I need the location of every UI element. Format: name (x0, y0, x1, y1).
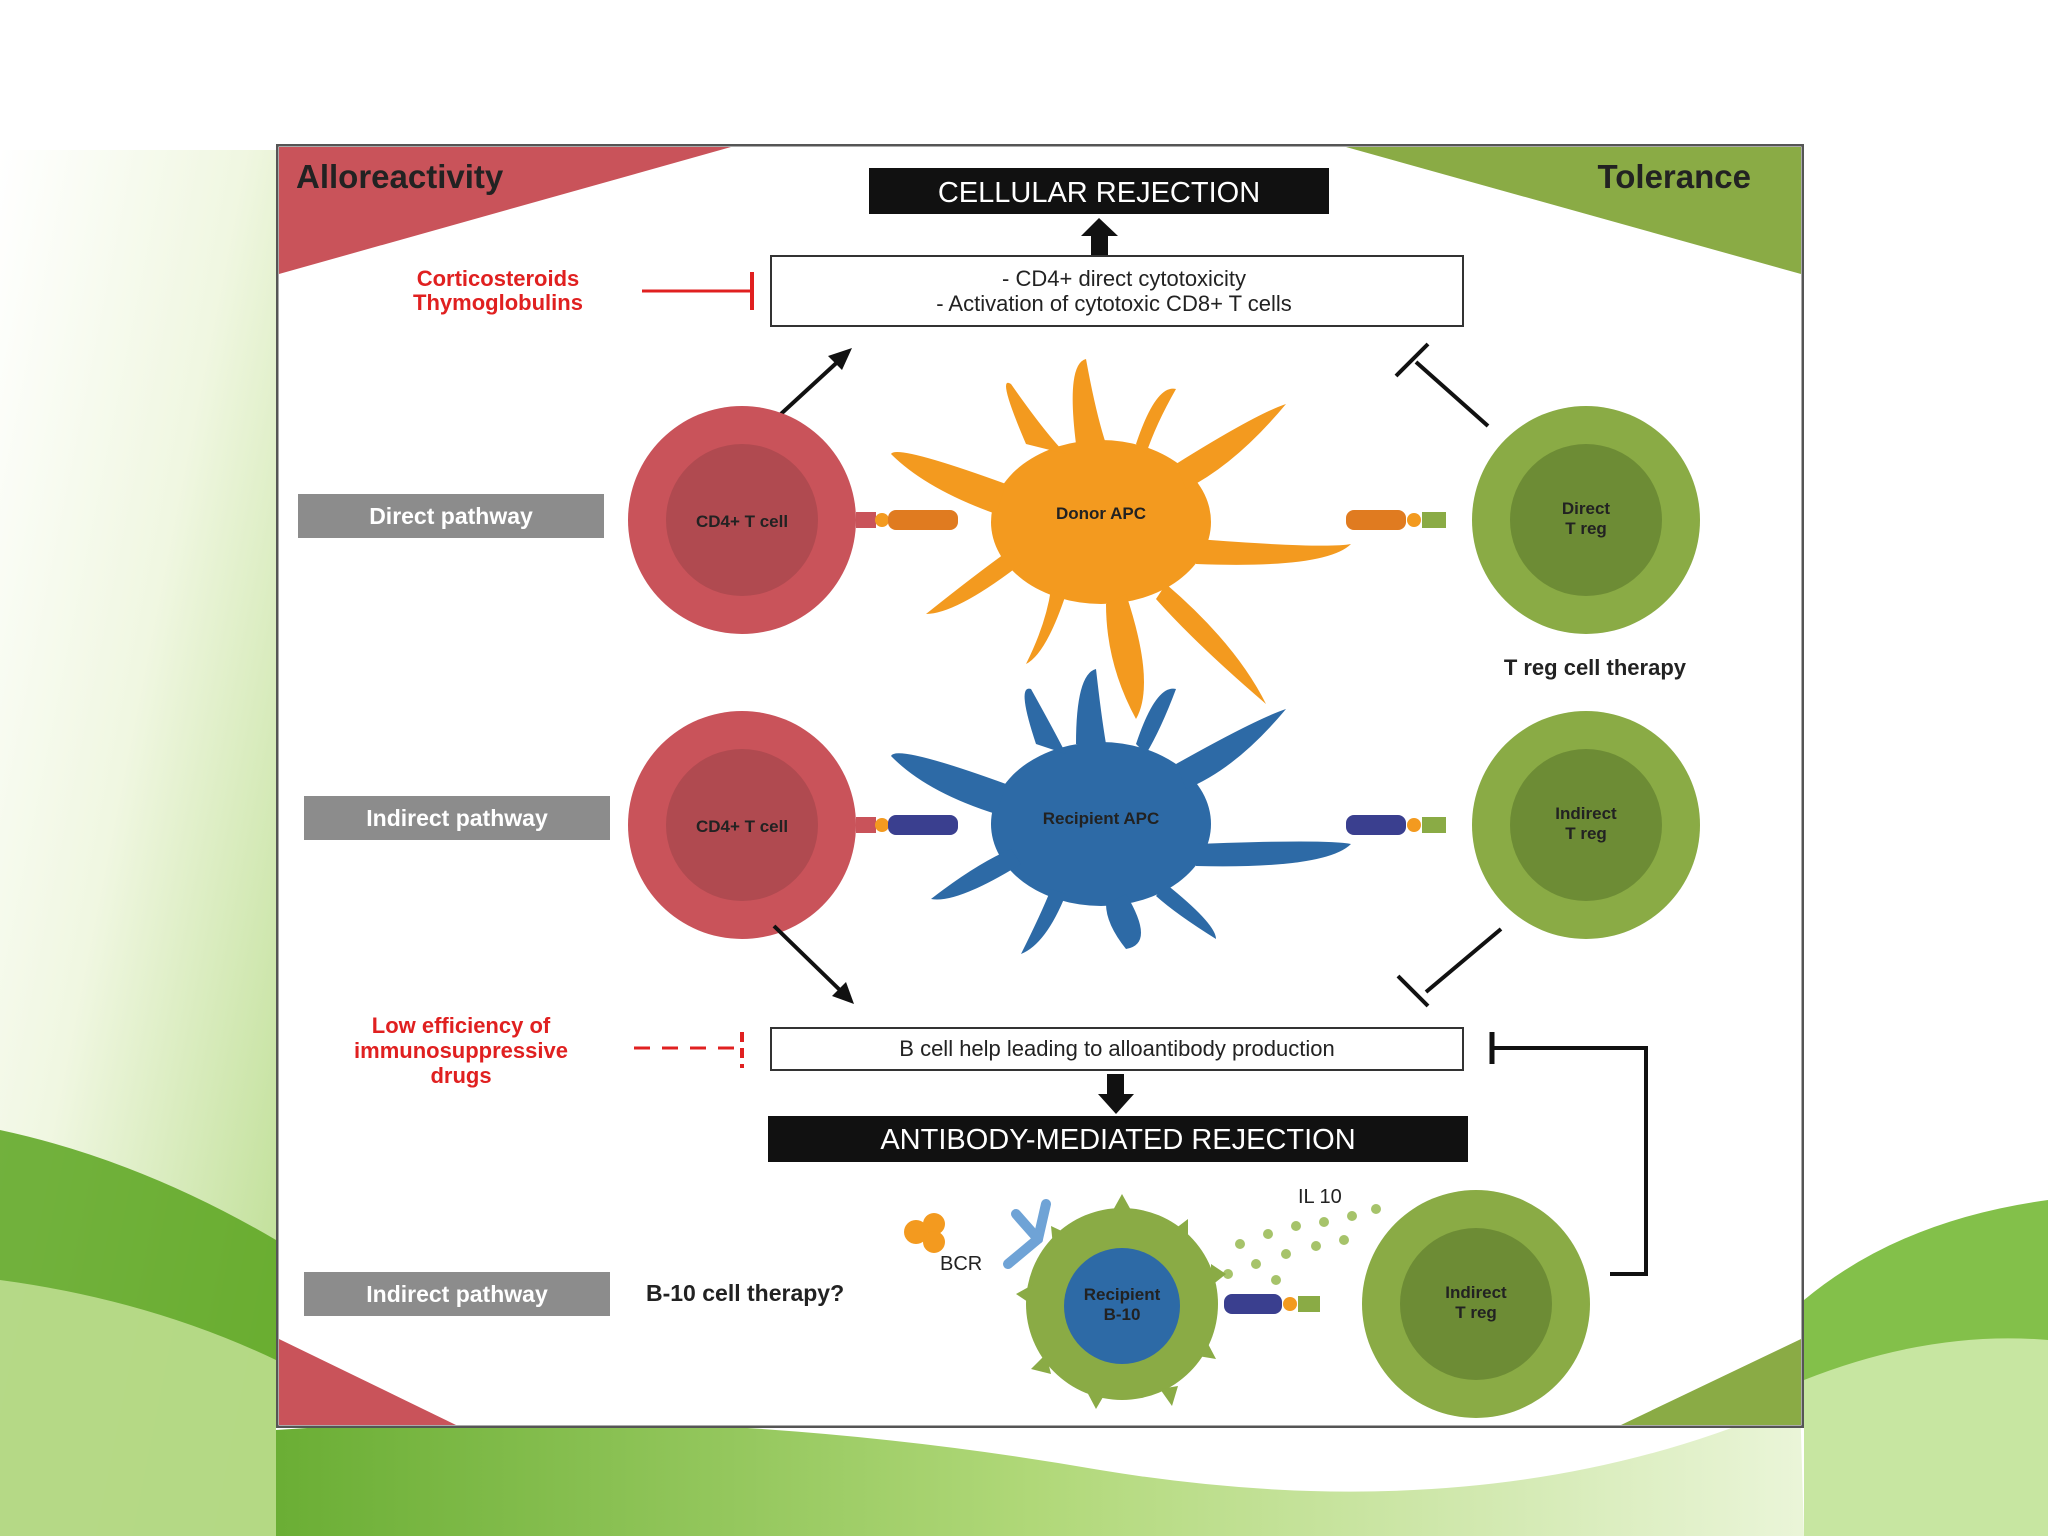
indirect-treg-b-label-1: Indirect (1445, 1283, 1507, 1302)
tcr-mhc-complex-b10 (1224, 1294, 1320, 1314)
tolerance-title: Tolerance (1598, 158, 1751, 195)
arrow-head-2 (832, 982, 854, 1004)
up-arrow-head (1081, 218, 1118, 236)
direct-pathway-label: Direct pathway (369, 503, 533, 529)
tolerance-corner-bottom (1621, 1339, 1801, 1425)
bcr-label: BCR (940, 1253, 982, 1275)
cd4-indirect-label: CD4+ T cell (696, 817, 788, 836)
b10-therapy-label: B-10 cell therapy? (646, 1280, 844, 1306)
recipient-apc (891, 669, 1351, 954)
recipient-b10-label-1: Recipient (1084, 1285, 1161, 1304)
indirect-treg-nucleus (1510, 749, 1662, 901)
il10-dots (1223, 1204, 1381, 1285)
recipient-b10-label-2: B-10 (1104, 1305, 1141, 1324)
treg-inhibit-bar-bottom (1396, 974, 1430, 1008)
down-arrow-shaft (1107, 1074, 1124, 1096)
treg-b-inhibit-bracket (1492, 1046, 1648, 1276)
cytotoxicity-box (770, 255, 1464, 327)
indirect-treg-label-2: T reg (1565, 824, 1607, 843)
direct-pathway-label-box (298, 494, 604, 538)
cd4-to-cytotoxicity-arrow (768, 354, 846, 426)
il10-label: IL 10 (1298, 1186, 1342, 1208)
indirect-pathway-label-box-1 (304, 796, 610, 840)
antigen (904, 1213, 945, 1253)
cd4-nucleus-indirect (666, 749, 818, 901)
arrow-head-1 (828, 348, 852, 370)
drug-thymoglobulins: Thymoglobulins (413, 290, 583, 315)
tcr-mhc-complex-direct-left (856, 510, 958, 530)
indirect-treg-b-nucleus (1400, 1228, 1552, 1380)
indirect-pathway-label-2: Indirect pathway (366, 1281, 548, 1307)
treg-inhibit-cytotoxicity-line (1414, 360, 1490, 428)
indirect-pathway-label-1: Indirect pathway (366, 805, 548, 831)
drug-corticosteroids: Corticosteroids (417, 266, 580, 291)
recipient-apc-label: Recipient APC (1043, 809, 1160, 828)
low-efficiency-line-2: immunosuppressive (354, 1038, 568, 1063)
tcr-mhc-complex-direct-right (1346, 510, 1446, 530)
transplant-rejection-diagram: Alloreactivity Tolerance CELLULAR REJECT… (276, 144, 1804, 1428)
treg-inhibit-bar-top (1394, 342, 1430, 378)
tcr-mhc-complex-indirect-right (1346, 815, 1446, 835)
alloreactivity-corner-bottom (279, 1339, 456, 1425)
treg-inhibit-bcell-line (1424, 927, 1503, 994)
alloreactivity-title: Alloreactivity (296, 158, 504, 195)
low-efficiency-line-3: drugs (430, 1063, 491, 1088)
tcr-mhc-complex-indirect-left (856, 815, 958, 835)
cytotoxicity-line-2: - Activation of cytotoxic CD8+ T cells (936, 291, 1292, 316)
down-arrow-head (1098, 1094, 1134, 1114)
alloreactivity-corner (279, 147, 731, 274)
indirect-treg-label-1: Indirect (1555, 804, 1617, 823)
b-cell-help-label: B cell help leading to alloantibody prod… (899, 1036, 1334, 1061)
donor-apc (891, 359, 1351, 719)
cd4-to-bcell-arrow (772, 924, 848, 998)
direct-treg-nucleus (1510, 444, 1662, 596)
cellular-rejection-header (869, 168, 1329, 214)
tolerance-corner (1346, 147, 1801, 274)
b-cell-help-box (770, 1027, 1464, 1071)
cd4-direct-label: CD4+ T cell (696, 512, 788, 531)
recipient-b10-nucleus (1064, 1248, 1180, 1364)
bcr-receptor (1003, 1199, 1051, 1269)
direct-treg-label-2: T reg (1565, 519, 1607, 538)
cellular-rejection-label: CELLULAR REJECTION (938, 177, 1260, 209)
antibody-rejection-header (768, 1116, 1468, 1162)
indirect-pathway-label-box-2 (304, 1272, 610, 1316)
cd4-nucleus-direct (666, 444, 818, 596)
direct-treg-label-1: Direct (1562, 499, 1611, 518)
treg-therapy-label: T reg cell therapy (1504, 655, 1687, 680)
cytotoxicity-line-1: - CD4+ direct cytotoxicity (1002, 266, 1246, 291)
antibody-rejection-label: ANTIBODY-MEDIATED REJECTION (880, 1124, 1355, 1156)
indirect-treg-b-label-2: T reg (1455, 1303, 1497, 1322)
low-efficiency-line-1: Low efficiency of (372, 1013, 551, 1038)
donor-apc-label: Donor APC (1056, 504, 1146, 523)
